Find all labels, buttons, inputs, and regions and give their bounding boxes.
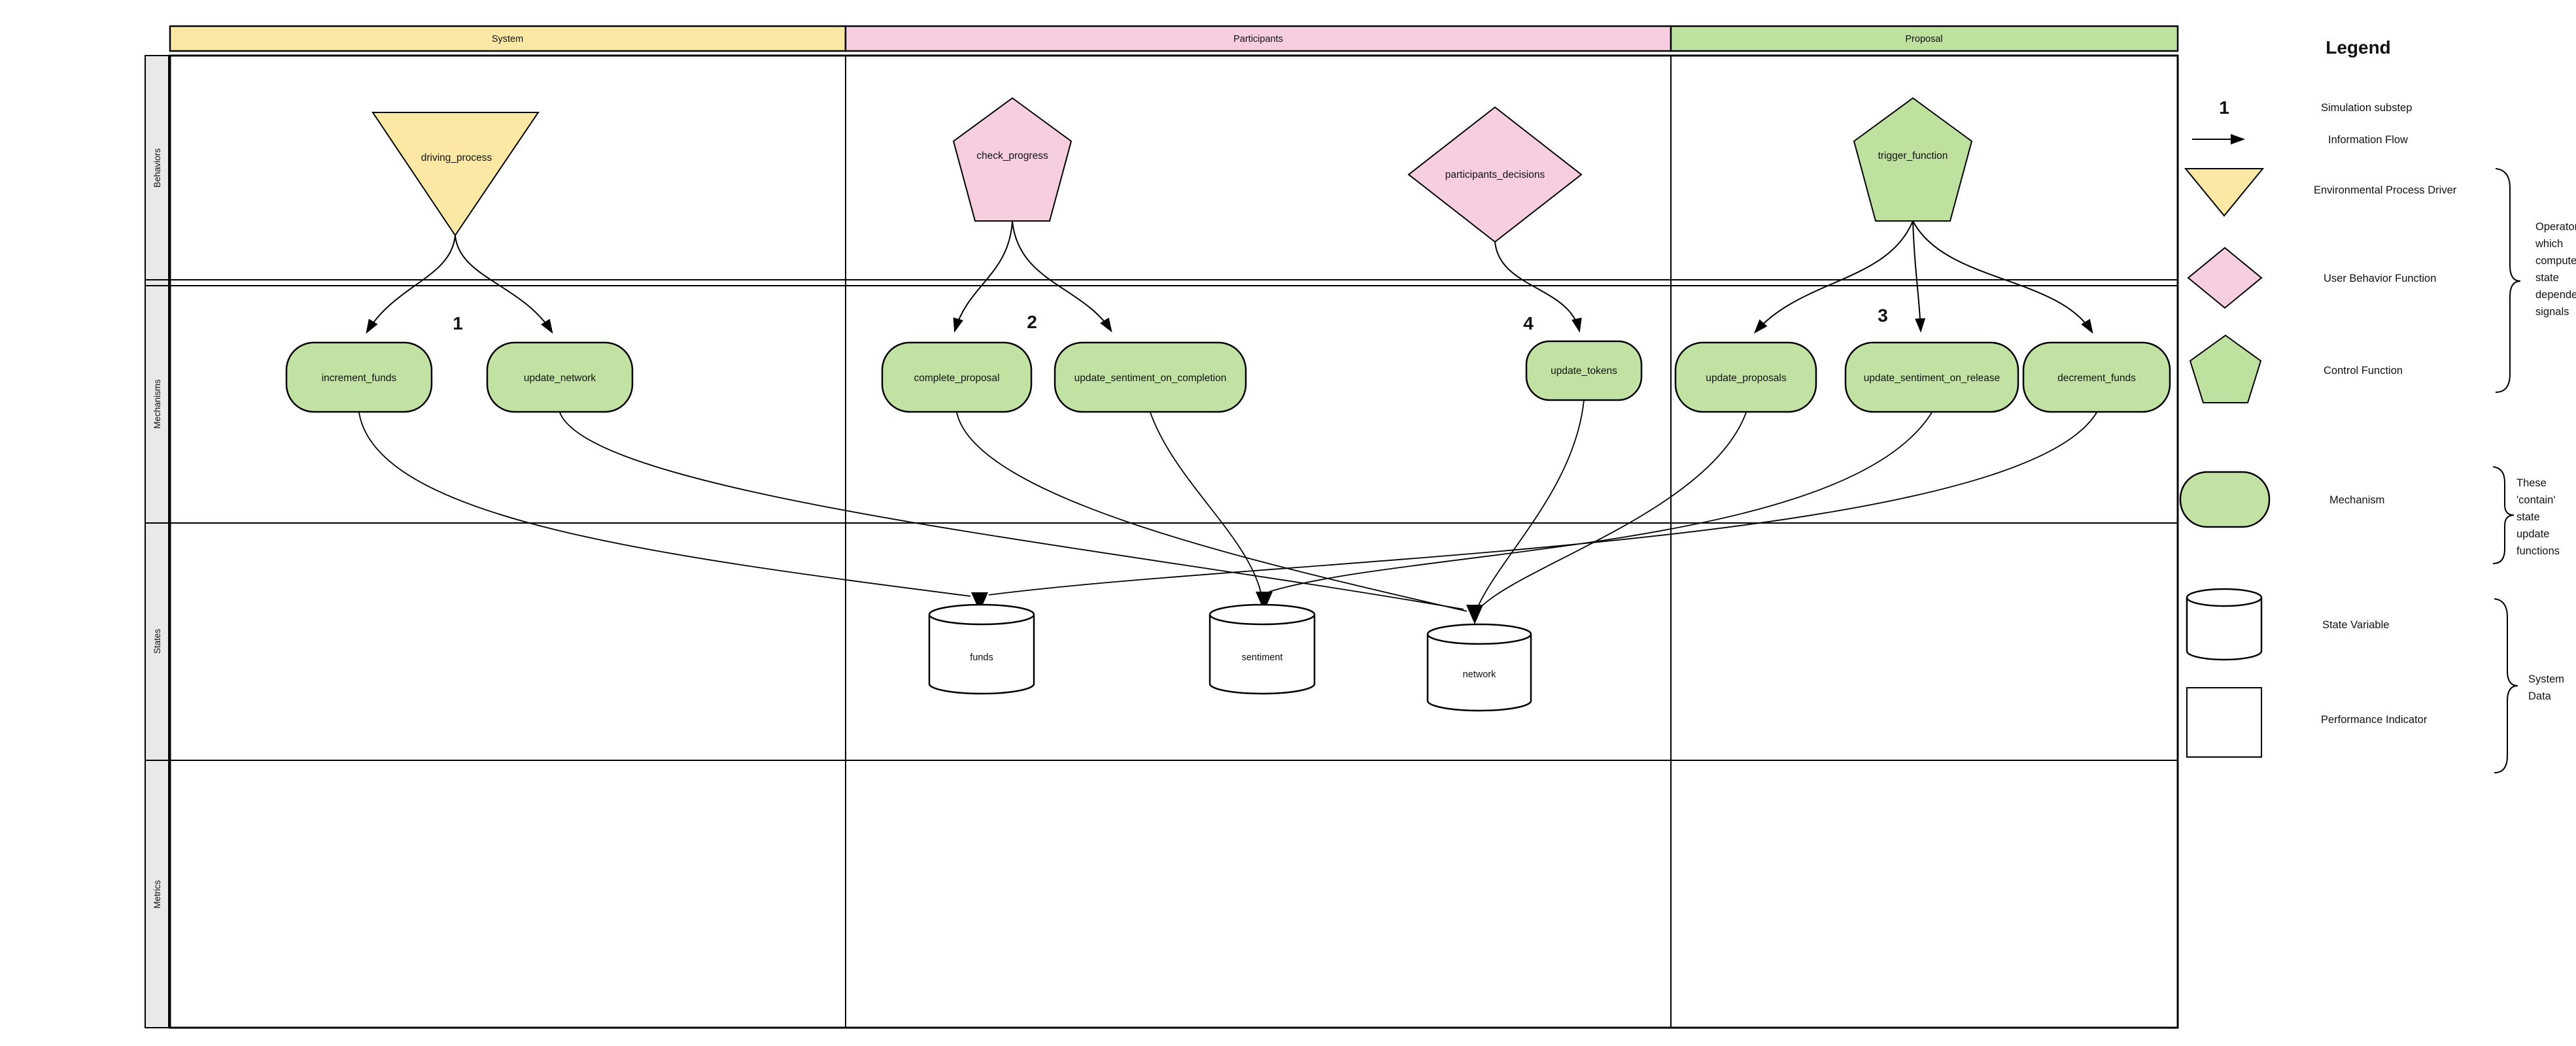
header-cell-proposal — [1670, 25, 2179, 52]
legend: Legend 1 Simulation substep Information … — [2179, 37, 2576, 773]
svg-text:update: update — [2516, 528, 2549, 540]
row-header-metrics: Metrics — [152, 880, 162, 909]
substep-label-1: 1 — [453, 313, 463, 333]
node-label: decrement_funds — [2057, 373, 2136, 384]
node-trigger-function[interactable]: trigger_function — [1853, 97, 1973, 222]
node-label: update_tokens — [1551, 365, 1617, 377]
node-complete-proposal[interactable]: complete_proposal — [881, 341, 1033, 413]
svg-text:These: These — [2516, 477, 2547, 489]
node-label: participants_decisions — [1445, 169, 1545, 180]
svg-text:System: System — [2528, 673, 2564, 685]
node-label: update_proposals — [1706, 373, 1786, 384]
node-sentiment[interactable]: sentiment — [1209, 603, 1316, 695]
svg-text:functions: functions — [2516, 545, 2560, 557]
node-decrement-funds[interactable]: decrement_funds — [2022, 341, 2171, 413]
legend-pentagon-icon — [2189, 334, 2262, 403]
row-label-strip — [145, 55, 169, 1028]
mechanism-pills: increment_funds update_network complete_… — [285, 340, 2171, 413]
funds-arrowhead — [971, 592, 988, 612]
node-update-sentiment-on-completion[interactable]: update_sentiment_on_completion — [1054, 341, 1247, 413]
substep-edges — [366, 220, 2093, 334]
column-header-participants: Participants — [1233, 34, 1283, 44]
svg-text:'contain': 'contain' — [2516, 494, 2556, 506]
svg-text:compute: compute — [2535, 255, 2576, 267]
node-funds[interactable]: funds — [928, 603, 1035, 695]
pentagon-shape[interactable] — [952, 97, 1073, 222]
legend-note-mechanism: These 'contain' state update functions — [2516, 477, 2560, 557]
network-arrowhead — [1466, 605, 1483, 624]
header-cell-system — [169, 25, 847, 52]
legend-item-control-function: Control Function — [2324, 365, 2403, 377]
column-header-system: System — [492, 34, 523, 44]
column-header-proposal: Proposal — [1905, 34, 1942, 44]
diamond-shape[interactable] — [1407, 106, 1583, 243]
node-label: trigger_function — [1878, 150, 1948, 161]
legend-item-mechanism: Mechanism — [2329, 494, 2384, 506]
node-update-network[interactable]: update_network — [486, 341, 634, 413]
state-cylinders: funds sentiment network — [928, 603, 1532, 712]
legend-item-simulation-substep: Simulation substep — [2321, 102, 2412, 114]
node-update-proposals[interactable]: update_proposals — [1674, 341, 1817, 413]
legend-item-information-flow: Information Flow — [2328, 134, 2408, 146]
legend-note-operators: Operators which compute state dependent … — [2535, 221, 2576, 318]
behavior-shapes: driving_process check_progress participa… — [371, 97, 1973, 243]
legend-item-state-variable: State Variable — [2322, 619, 2389, 631]
node-label: update_sentiment_on_release — [1864, 373, 2001, 384]
legend-brace-mechanism — [2492, 466, 2515, 564]
node-label: sentiment — [1242, 652, 1283, 663]
node-label: network — [1463, 669, 1497, 680]
legend-note-system-data: System Data — [2528, 673, 2564, 702]
substep-label-4: 4 — [1523, 313, 1534, 333]
svg-text:Operators: Operators — [2535, 221, 2576, 233]
svg-text:signals: signals — [2535, 306, 2569, 318]
legend-triangle-icon — [2184, 168, 2265, 217]
legend-diamond-icon — [2187, 246, 2263, 309]
legend-substep-sample: 1 — [2219, 97, 2229, 118]
node-label: check_progress — [976, 150, 1048, 161]
node-label: driving_process — [421, 152, 492, 163]
legend-item-user-behavior-function: User Behavior Function — [2324, 273, 2436, 284]
node-network[interactable]: network — [1426, 623, 1532, 712]
node-label: increment_funds — [322, 373, 397, 384]
node-label: update_sentiment_on_completion — [1074, 373, 1227, 384]
inverted-triangle-shape[interactable] — [371, 112, 540, 237]
node-driving-process[interactable]: driving_process — [371, 112, 540, 237]
svg-text:Data: Data — [2528, 690, 2552, 702]
substep-label-2: 2 — [1027, 312, 1037, 332]
legend-title: Legend — [2326, 37, 2391, 58]
state-update-edges — [358, 399, 2097, 624]
row-header-mechanisms: Mechanisms — [152, 379, 162, 429]
node-update-sentiment-on-release[interactable]: update_sentiment_on_release — [1844, 341, 2019, 413]
substep-label-3: 3 — [1878, 305, 1888, 326]
row-header-states: States — [152, 629, 162, 654]
node-label: complete_proposal — [914, 373, 1000, 384]
legend-square-icon — [2186, 687, 2262, 758]
legend-cylinder-icon — [2186, 588, 2263, 661]
node-participants-decisions[interactable]: participants_decisions — [1407, 106, 1583, 243]
legend-item-performance-indicator: Performance Indicator — [2321, 714, 2428, 726]
svg-text:state: state — [2516, 511, 2540, 523]
pentagon-shape[interactable] — [1853, 97, 1973, 222]
node-increment-funds[interactable]: increment_funds — [285, 341, 433, 413]
substep-numbers: 1 2 4 3 — [453, 305, 1888, 333]
svg-text:state: state — [2535, 272, 2559, 284]
legend-item-environmental-process-driver: Environmental Process Driver — [2314, 184, 2457, 196]
swimlane-grid: System Participants Proposal Behaviors M… — [145, 25, 2179, 1029]
node-label: update_network — [524, 373, 596, 384]
node-check-progress[interactable]: check_progress — [952, 97, 1073, 222]
legend-brace-system-data — [2494, 598, 2518, 773]
header-cell-participants — [844, 25, 1672, 52]
sentiment-arrowhead — [1256, 592, 1273, 611]
row-header-behaviors: Behaviors — [152, 148, 162, 188]
node-update-tokens[interactable]: update_tokens — [1525, 340, 1643, 401]
svg-text:which: which — [2535, 238, 2563, 250]
svg-text:dependent: dependent — [2535, 289, 2576, 301]
legend-stadium-icon — [2179, 471, 2271, 528]
legend-brace-operators — [2495, 168, 2521, 393]
node-label: funds — [970, 652, 993, 663]
